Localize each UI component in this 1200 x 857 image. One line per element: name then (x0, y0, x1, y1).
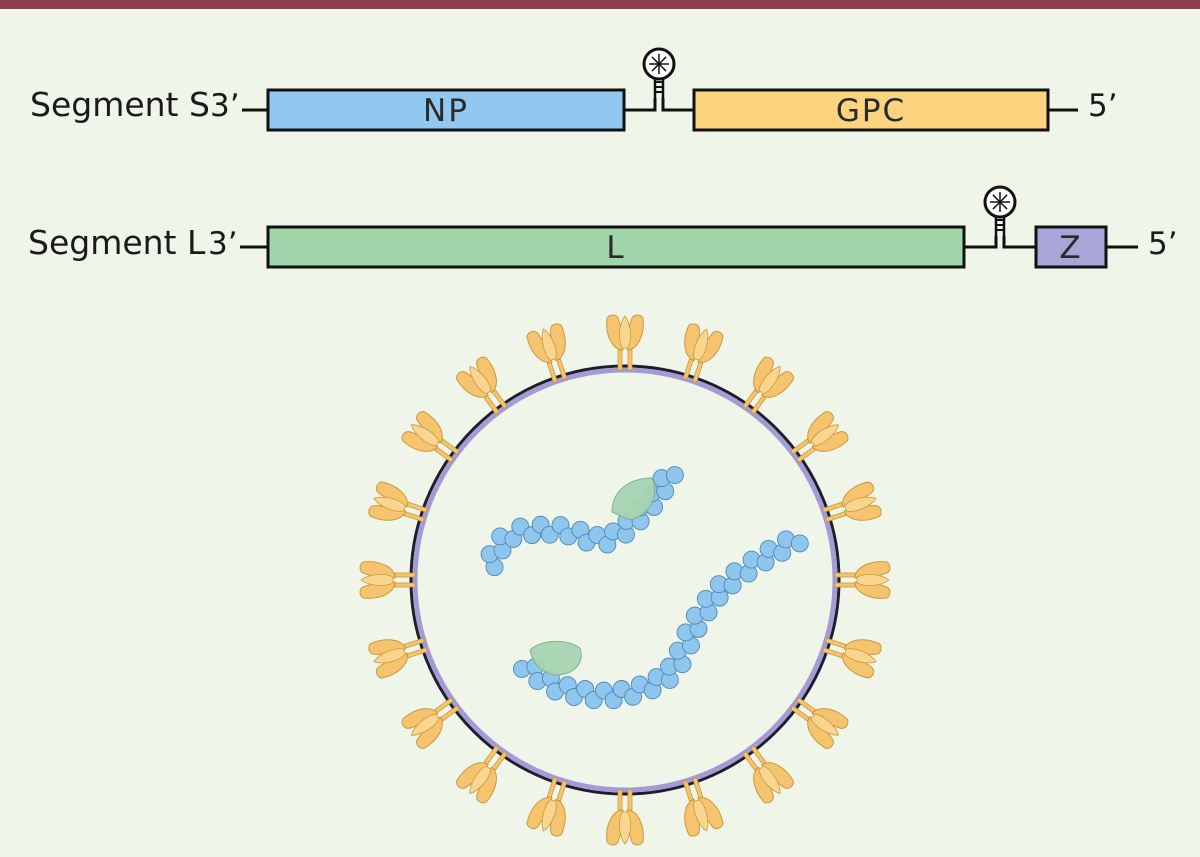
glycoprotein-spike (359, 561, 416, 599)
spike-head-center (844, 648, 877, 664)
segment-l-igr-right (1002, 236, 1036, 249)
spike-head-center (469, 365, 492, 395)
spike-stalk-left (742, 389, 759, 409)
glycoprotein-spike (368, 481, 428, 523)
spike-stalk-left (834, 572, 856, 578)
segment-l: Segment L 3’ L Z 5’ (28, 185, 1178, 269)
nucleoprotein-bead (665, 466, 684, 485)
gene-np-label: NP (423, 93, 469, 129)
hairpin-spoke (651, 56, 660, 65)
hairpin-spoke (999, 201, 1008, 210)
spike-head-center (619, 315, 631, 349)
glycoprotein-spike (401, 410, 460, 463)
segment-s-igr-left (624, 98, 657, 112)
segment-l-name: Segment L (28, 223, 206, 262)
spike-head-center (541, 799, 557, 832)
spike-stalk-right (627, 349, 633, 371)
glycoprotein-spike (682, 777, 724, 837)
spike-head-center (410, 424, 440, 447)
gene-z-label: Z (1059, 230, 1082, 266)
spike-head-center (810, 713, 840, 736)
hairpin-spoke (658, 56, 667, 65)
segment-l-3-end: 3’ (208, 226, 238, 262)
glycoprotein-spike (742, 745, 795, 804)
spike-head-center (758, 765, 781, 795)
segment-l-igr-left (964, 236, 998, 249)
spike-head-center (693, 328, 709, 361)
glycoprotein-spike (822, 637, 882, 679)
ribonucleoprotein-s (480, 466, 684, 577)
spike-head-center (469, 765, 492, 795)
ribonucleoprotein-l (512, 530, 809, 710)
spike-head-center (810, 424, 840, 447)
virion-envelope-membrane (412, 367, 838, 793)
hairpin-spoke (651, 63, 660, 72)
spike-head-center (360, 574, 394, 586)
spike-stalk-left (617, 349, 623, 371)
spike-stalk-right (394, 572, 416, 578)
glycoprotein-spike (401, 697, 460, 750)
virion-envelope-outline (409, 364, 841, 796)
glycoprotein-spike (526, 777, 568, 837)
top-bar (0, 0, 1200, 9)
hairpin-spoke (658, 63, 667, 72)
hairpin-spoke (999, 194, 1008, 203)
segment-l-5-end: 5’ (1148, 226, 1178, 262)
hairpin-spoke (992, 201, 1001, 210)
spike-stalk-left (627, 789, 633, 811)
polymerase-l-protein (611, 477, 656, 521)
glycoprotein-spike (455, 745, 508, 804)
spike-head-center (541, 328, 557, 361)
spike-stalk-right (834, 582, 856, 588)
glycoprotein-spike (368, 637, 428, 679)
segment-s-name: Segment S (30, 85, 210, 124)
segment-s-5-end: 5’ (1088, 88, 1118, 124)
glycoprotein-spike (526, 323, 568, 383)
glycoprotein-spike (822, 481, 882, 523)
spike-stalk-left (394, 582, 416, 588)
spike-head-center (758, 365, 781, 395)
glycoprotein-spike (606, 314, 644, 371)
glycoprotein-spike (682, 323, 724, 383)
glycoprotein-spikes (359, 314, 891, 846)
gene-z-box (1034, 225, 1108, 269)
glycoprotein-spike (606, 789, 644, 846)
polymerase-l-protein (529, 641, 582, 676)
glycoprotein-spike (834, 561, 891, 599)
glycoprotein-spike (790, 697, 849, 750)
glycoprotein-spike (742, 356, 795, 415)
glycoprotein-spike (790, 410, 849, 463)
spike-head-center (373, 648, 406, 664)
gene-gpc-label: GPC (836, 93, 906, 129)
virion-illustration (359, 314, 891, 846)
spike-head-center (619, 811, 631, 845)
hairpin-loop-icon (642, 47, 676, 98)
segment-s: Segment S 3’ NP GPC 5’ (30, 47, 1118, 132)
spike-head-center (856, 574, 890, 586)
spike-head-center (373, 496, 406, 512)
nucleoprotein-bead (790, 534, 809, 553)
hairpin-loop-icon (983, 185, 1017, 236)
spike-stalk-left (434, 446, 454, 463)
segment-s-igr-right (661, 98, 694, 112)
glycoprotein-spike (455, 356, 508, 415)
spike-head-center (410, 713, 440, 736)
hairpin-spoke (992, 194, 1001, 203)
spike-head-center (844, 496, 877, 512)
spike-head-center (693, 799, 709, 832)
gene-l-label: L (606, 230, 625, 266)
segment-s-3-end: 3’ (210, 88, 240, 124)
spike-stalk-right (617, 789, 623, 811)
gene-l-box (266, 225, 966, 269)
